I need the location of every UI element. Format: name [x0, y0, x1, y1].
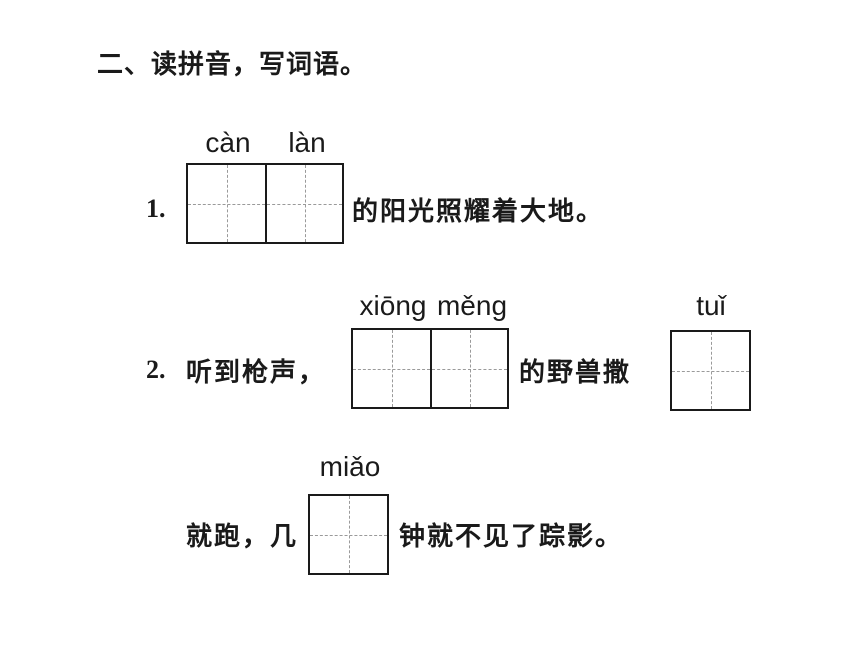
question-1-number: 1.	[146, 194, 166, 223]
question-2-text-middle: 的野兽撒	[519, 358, 632, 388]
answer-grid-2c[interactable]	[308, 494, 389, 575]
pinyin-lan: làn	[288, 127, 326, 158]
pinyin-tui: tuǐ	[696, 290, 726, 321]
writing-cell[interactable]	[430, 330, 507, 407]
pinyin-meng: měng	[436, 290, 508, 321]
writing-cell[interactable]	[310, 496, 387, 573]
answer-grid-1[interactable]	[186, 163, 344, 244]
question-1-text: 的阳光照耀着大地。	[352, 197, 605, 227]
writing-cell[interactable]	[265, 165, 342, 242]
question-2-line2-before: 就跑，几	[186, 522, 299, 552]
question-2-line2-after: 钟就不见了踪影。	[399, 522, 624, 552]
writing-cell[interactable]	[188, 165, 265, 242]
pinyin-can: càn	[205, 127, 251, 158]
question-2-number: 2.	[146, 355, 166, 384]
question-2-text-before: 听到枪声，	[186, 358, 327, 388]
section-heading: 二、读拼音，写词语。	[97, 50, 368, 80]
answer-grid-2b[interactable]	[670, 330, 751, 411]
answer-grid-2a[interactable]	[351, 328, 509, 409]
writing-cell[interactable]	[353, 330, 430, 407]
writing-cell[interactable]	[672, 332, 749, 409]
pinyin-xiong: xiōng	[359, 290, 427, 321]
pinyin-miao: miǎo	[319, 451, 381, 482]
